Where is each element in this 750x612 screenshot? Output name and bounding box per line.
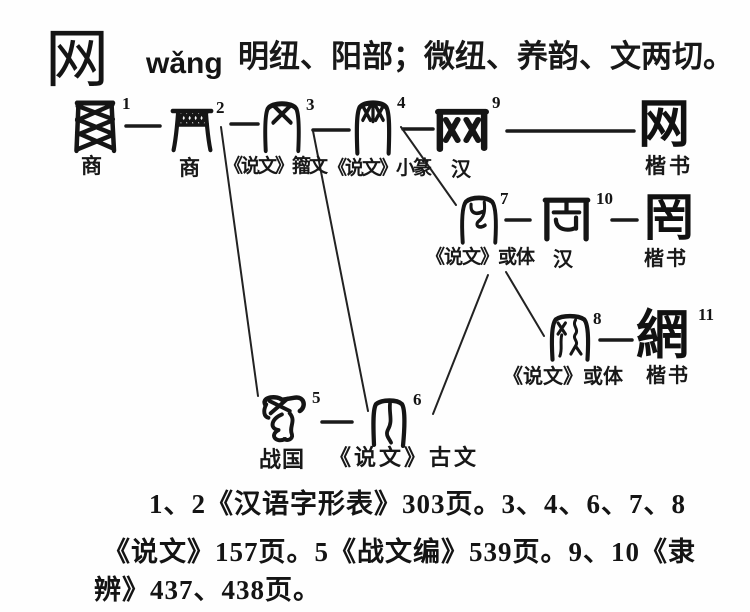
headword-character: 网 [45, 24, 109, 95]
branch-3-to-6 [312, 130, 369, 412]
branch-6-to-7 [432, 274, 489, 415]
glyph-form-8-huoti [547, 313, 593, 363]
phonology-line: 明纽、阳部；微纽、养韵、文两切。 [238, 39, 734, 74]
glyph-form-1-oracle [70, 98, 120, 154]
branch-4-to-7 [400, 126, 457, 206]
glyph-form-4-xiaozhuan [350, 98, 396, 156]
form-number: 1 [122, 94, 131, 113]
form-label: 商 [179, 156, 200, 180]
form-number: 2 [216, 98, 225, 117]
branch-7-to-8 [505, 271, 545, 337]
form-number: 11 [698, 305, 715, 324]
form-label: 《说文》小篆 [328, 158, 432, 179]
form-label: 《说文》或体 [426, 247, 535, 268]
form-label: 汉 [451, 159, 471, 181]
form-number: 6 [413, 390, 422, 409]
form-label: 楷书 [645, 154, 693, 178]
form-number: 4 [397, 93, 406, 112]
form-number: 7 [500, 189, 509, 208]
footnote-line-1: 1、2《汉语字形表》303页。3、4、6、7、8 [149, 489, 686, 519]
form-number: 10 [596, 189, 613, 208]
form-number: 3 [306, 95, 315, 114]
form-label: 汉 [553, 249, 573, 271]
form-number: 5 [312, 388, 321, 407]
kaishu-character-wang4: 網 [636, 307, 689, 365]
form-number: 8 [593, 309, 602, 328]
kaishu-character-wang3: 罔 [644, 190, 694, 246]
form-label: 《说文》或体 [503, 366, 623, 388]
footnote-line-3: 辨》437、438页。 [94, 575, 321, 605]
glyph-form-6-guwen [364, 395, 414, 449]
kaishu-character-wang: 网 [638, 97, 691, 154]
form-number: 9 [492, 93, 501, 112]
glyph-form-2-oracle [169, 104, 215, 154]
branch-2-to-5 [220, 126, 259, 397]
form-label: 楷书 [644, 248, 688, 270]
glyph-form-3-zhouwen [260, 98, 304, 154]
glyph-form-5-warring-states [255, 392, 311, 448]
glyph-form-10-han [540, 193, 593, 244]
form-label: 战国 [259, 447, 306, 472]
footnote-line-2: 《说文》157页。5《战文编》539页。9、10《隶 [103, 537, 696, 567]
form-label: 《说文》古文 [329, 445, 480, 470]
form-label: 楷书 [646, 365, 690, 387]
pinyin: wǎng [146, 47, 223, 80]
form-label: 商 [81, 154, 102, 178]
glyph-form-9-han [435, 104, 489, 153]
form-label: 《说文》籀文 [224, 156, 328, 177]
glyph-form-7-huoti [457, 194, 501, 246]
